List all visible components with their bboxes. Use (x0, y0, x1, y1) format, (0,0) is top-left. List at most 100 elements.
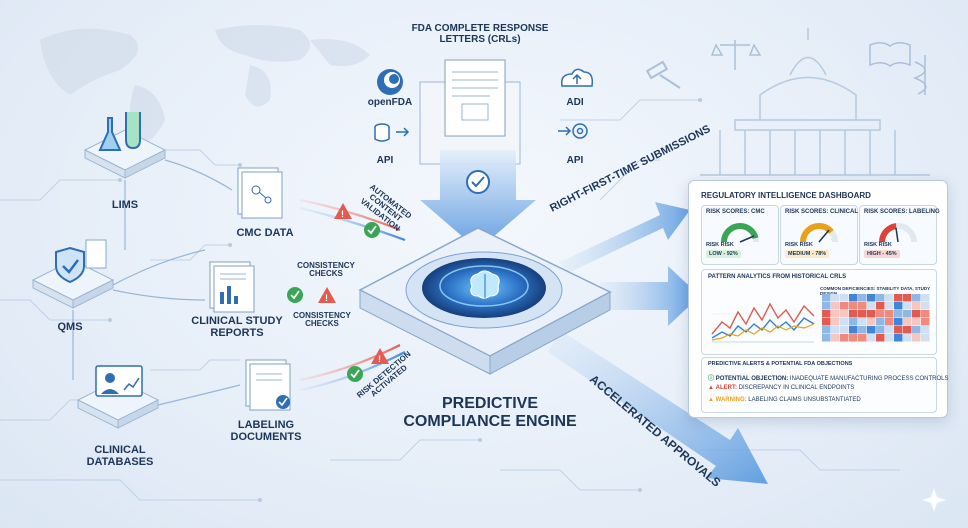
heatmap-cell (876, 334, 885, 342)
heatmap-cell (831, 326, 840, 334)
heatmap-cell (822, 334, 831, 342)
heatmap-cell (849, 334, 858, 342)
check-circle-icon (287, 287, 303, 303)
qms-platform (31, 239, 115, 309)
heatmap-cell (885, 334, 894, 342)
warning-icon: ▲ (708, 385, 714, 391)
heatmap-cell (849, 302, 858, 310)
heatmap-cell (885, 326, 894, 334)
heatmap-cell (894, 310, 903, 318)
heatmap-cell (867, 310, 876, 318)
svg-text:!: ! (378, 354, 381, 364)
heatmap-cell (822, 326, 831, 334)
heatmap-cell (912, 294, 921, 302)
heatmap-cell (876, 294, 885, 302)
heatmap-cell (876, 302, 885, 310)
consistency-checks-label-1: CONSISTENCY CHECKS (297, 261, 355, 279)
risk-badge: HIGH - 45% (864, 250, 900, 258)
heatmap-cell (858, 294, 867, 302)
adi-label: ADI (566, 97, 584, 108)
alert-message: DISCREPANCY IN CLINICAL ENDPOINTS (738, 385, 855, 391)
labeling-documents-icon (245, 359, 291, 411)
risk-card-clinical: RISK SCORES: CLINICAL RISK RISK MEDIUM -… (780, 205, 858, 265)
heatmap-cell (876, 318, 885, 326)
alert-row-objection: ⓘ POTENTIAL OBJECTION: INADEQUATE MANUFA… (708, 373, 949, 382)
heatmap-cell (831, 318, 840, 326)
heatmap-cell (921, 318, 930, 326)
risk-card-risk-label: RISK RISK (864, 242, 892, 248)
consistency-checks-label-2: CONSISTENCY CHECKS (293, 311, 351, 329)
heatmap-cell (876, 310, 885, 318)
heatmap-cell (921, 326, 930, 334)
accelerated-approvals-arrow (548, 330, 768, 484)
heatmap-cell (903, 294, 912, 302)
scales-of-justice-icon (710, 40, 762, 70)
labeling-documents-label: LABELING DOCUMENTS (230, 419, 302, 443)
heatmap-cell (885, 318, 894, 326)
api-label-left: API (376, 155, 394, 166)
alert-label: WARNING: (715, 397, 747, 403)
risk-card-risk-label: RISK RISK (785, 242, 813, 248)
pattern-analytics-subtitle: COMMON DEFICIENCIES: STABILITY DATA, STU… (820, 286, 931, 296)
heatmap-cell (849, 294, 858, 302)
regulatory-intelligence-dashboard: REGULATORY INTELLIGENCE DASHBOARD RISK S… (688, 180, 949, 418)
gauge-icon (800, 223, 838, 243)
heatmap-cell (903, 302, 912, 310)
heatmap-cell (840, 302, 849, 310)
risk-card-labeling: RISK SCORES: LABELING RISK RISK HIGH - 4… (859, 205, 940, 265)
cloud-upload-icon (560, 68, 594, 87)
risk-card-title: RISK SCORES: CMC (706, 209, 765, 215)
heatmap-cell (840, 294, 849, 302)
svg-text:!: ! (325, 293, 328, 303)
heatmap-cell (912, 334, 921, 342)
heatmap-cell (894, 302, 903, 310)
clinical-study-reports-label: CLINICAL STUDY REPORTS (191, 315, 283, 339)
heatmap-cell (894, 334, 903, 342)
alert-message: LABELING CLAIMS UNSUBSTANTIATED (748, 397, 861, 403)
alert-label: ALERT: (715, 385, 737, 391)
heatmap-cell (912, 318, 921, 326)
info-icon: ⓘ (708, 376, 715, 382)
heatmap-cell (867, 326, 876, 334)
heatmap-cell (822, 302, 831, 310)
main-output-arrow (600, 266, 700, 326)
heatmap-cell (867, 318, 876, 326)
heatmap-cell (831, 302, 840, 310)
trend-line-chart (711, 302, 815, 343)
database-api-icon (374, 123, 410, 142)
risk-card-title: RISK SCORES: CLINICAL (785, 209, 859, 215)
risk-card-cmc: RISK SCORES: CMC RISK RISK LOW - 92% (701, 205, 779, 265)
heatmap-cell (885, 310, 894, 318)
heatmap-cell (849, 318, 858, 326)
alert-row-alert: ▲ ALERT: DISCREPANCY IN CLINICAL ENDPOIN… (708, 385, 854, 391)
heatmap-cell (822, 310, 831, 318)
heatmap-cell (867, 294, 876, 302)
heatmap-cell (894, 326, 903, 334)
heatmap-cell (849, 310, 858, 318)
heatmap-cell (831, 334, 840, 342)
world-map-background (40, 25, 370, 143)
risk-badge: MEDIUM - 78% (785, 250, 830, 258)
heatmap-cell (840, 334, 849, 342)
heatmap-cell (858, 326, 867, 334)
alert-row-warning: ▲ WARNING: LABELING CLAIMS UNSUBSTANTIAT… (708, 397, 861, 403)
lims-label: LIMS (111, 199, 139, 211)
heatmap-cell (831, 294, 840, 302)
svg-text:!: ! (341, 209, 344, 219)
crl-document-stack (419, 59, 521, 165)
heatmap-cell (885, 302, 894, 310)
heatmap-cell (912, 326, 921, 334)
alert-message: INADEQUATE MANUFACTURING PROCESS CONTROL… (789, 376, 949, 382)
heatmap-cell (921, 294, 930, 302)
qms-label: QMS (57, 321, 83, 333)
warning-icon: ▲ (708, 397, 714, 403)
heatmap-cell (921, 334, 930, 342)
clinical-databases-platform (76, 365, 160, 429)
sparkle-icon (922, 488, 946, 512)
warning-icon: ! (371, 348, 389, 364)
open-book-icon (869, 42, 911, 67)
heatmap-cell (858, 334, 867, 342)
pattern-analytics-title: PATTERN ANALYTICS FROM HISTORICAL CRLs (708, 274, 847, 280)
engine-title: PREDICTIVE COMPLIANCE ENGINE (403, 395, 577, 431)
